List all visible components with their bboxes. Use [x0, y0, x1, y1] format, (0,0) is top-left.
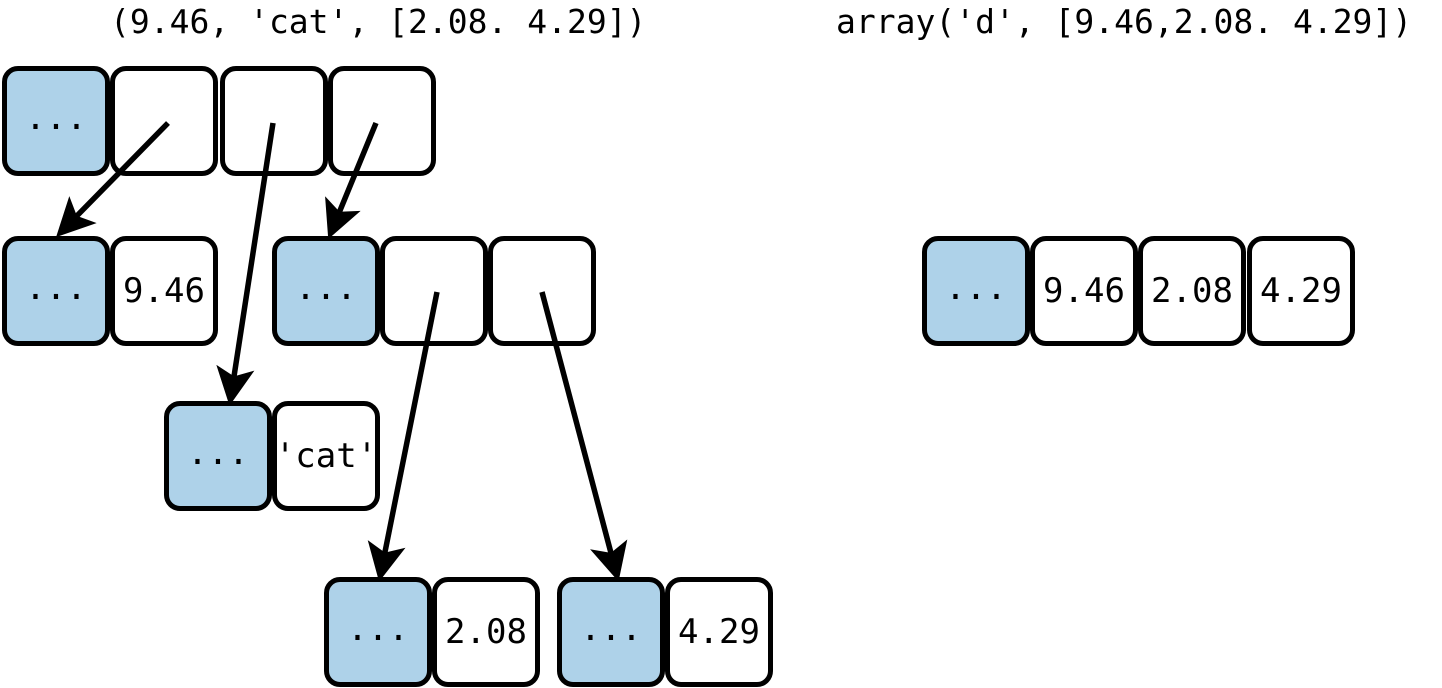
inner-array-slot-1	[488, 236, 596, 346]
ellipsis-label: ...	[187, 432, 249, 473]
str-cat-ref-cell: ...	[164, 401, 272, 511]
float-9-46-ref-cell: ...	[2, 236, 110, 346]
inner-array-ref-cell: ...	[272, 236, 380, 346]
float-2-08-value-label: 2.08	[445, 612, 527, 652]
array-ref-cell: ...	[922, 236, 1030, 346]
array-slot-0: 9.46	[1030, 236, 1138, 346]
tuple-slot-2	[328, 66, 436, 176]
ellipsis-label: ...	[580, 608, 642, 649]
tuple-row-ref-cell: ...	[2, 66, 110, 176]
str-cat-value-cell: 'cat'	[272, 401, 380, 511]
ellipsis-label: ...	[25, 97, 87, 138]
float-4-29-value-label: 4.29	[678, 612, 760, 652]
ellipsis-label: ...	[945, 267, 1007, 308]
tuple-slot-0	[110, 66, 218, 176]
array-slot-2-label: 4.29	[1260, 271, 1342, 311]
array-caption: array('d', [9.46,2.08. 4.29])	[836, 2, 1413, 41]
array-slot-1-label: 2.08	[1151, 271, 1233, 311]
tuple-slot-1	[220, 66, 328, 176]
inner-array-slot-0	[380, 236, 488, 346]
tuple-caption: (9.46, 'cat', [2.08. 4.29])	[110, 2, 647, 41]
ellipsis-label: ...	[347, 608, 409, 649]
ellipsis-label: ...	[25, 267, 87, 308]
float-2-08-value-cell: 2.08	[432, 577, 540, 687]
ellipsis-label: ...	[295, 267, 357, 308]
float-9-46-value-label: 9.46	[123, 271, 205, 311]
float-4-29-value-cell: 4.29	[665, 577, 773, 687]
array-slot-2: 4.29	[1247, 236, 1355, 346]
float-9-46-value-cell: 9.46	[110, 236, 218, 346]
float-4-29-ref-cell: ...	[557, 577, 665, 687]
float-2-08-ref-cell: ...	[324, 577, 432, 687]
array-slot-1: 2.08	[1138, 236, 1246, 346]
array-slot-0-label: 9.46	[1043, 271, 1125, 311]
str-cat-value-label: 'cat'	[274, 436, 378, 476]
